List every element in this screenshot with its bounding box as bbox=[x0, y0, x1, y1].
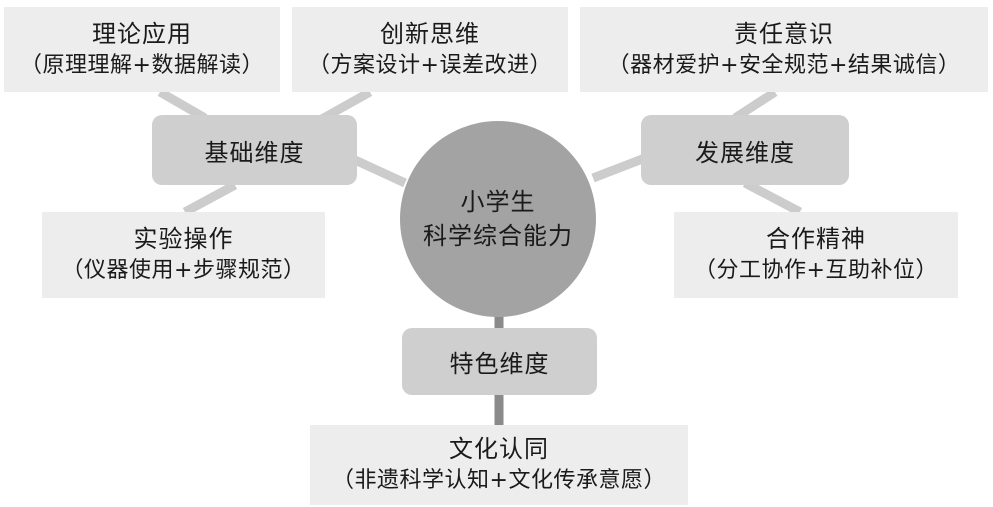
dimension-feature: 特色维度 bbox=[402, 328, 597, 395]
center-node: 小学生 科学综合能力 bbox=[400, 121, 596, 317]
node-experiment-operation: 实验操作 （仪器使用+步骤规范） bbox=[42, 212, 325, 298]
node-detail: （分工协作+互助补位） bbox=[694, 258, 938, 283]
center-line-2: 科学综合能力 bbox=[423, 222, 573, 250]
node-innovative-thinking: 创新思维 （方案设计+误差改进） bbox=[292, 7, 568, 92]
node-detail: （器材爱护+安全规范+结果诚信） bbox=[607, 52, 961, 78]
connector-theory-basic bbox=[157, 88, 208, 122]
connector-development-cooperation bbox=[742, 179, 803, 216]
node-detail: （仪器使用+步骤规范） bbox=[61, 258, 306, 283]
dimension-label: 特色维度 bbox=[449, 350, 550, 378]
dimension-label: 基础维度 bbox=[204, 138, 305, 167]
node-title: 创新思维 bbox=[380, 19, 480, 48]
connector-basic-center bbox=[353, 155, 407, 188]
node-detail: （原理理解+数据解读） bbox=[20, 52, 264, 78]
node-title: 实验操作 bbox=[133, 225, 234, 253]
node-detail: （非遗科学认知+文化传承意愿） bbox=[332, 468, 666, 493]
node-title: 合作精神 bbox=[766, 225, 866, 253]
node-cultural-identity: 文化认同 （非遗科学认知+文化传承意愿） bbox=[310, 425, 688, 505]
connector-center-development bbox=[591, 153, 647, 183]
center-line-1: 小学生 bbox=[460, 188, 536, 216]
dimension-development: 发展维度 bbox=[641, 115, 849, 185]
node-responsibility-awareness: 责任意识 （器材爱护+安全规范+结果诚信） bbox=[580, 7, 988, 92]
node-title: 理论应用 bbox=[92, 19, 192, 48]
node-title: 文化认同 bbox=[449, 435, 549, 463]
connector-basic-experiment bbox=[182, 181, 238, 216]
node-detail: （方案设计+误差改进） bbox=[308, 52, 552, 78]
node-theory-application: 理论应用 （原理理解+数据解读） bbox=[4, 7, 280, 92]
node-cooperation-spirit: 合作精神 （分工协作+互助补位） bbox=[674, 212, 958, 298]
dimension-label: 发展维度 bbox=[695, 138, 795, 167]
dimension-basic: 基础维度 bbox=[152, 115, 357, 185]
node-title: 责任意识 bbox=[734, 19, 834, 48]
connector-responsibility-development bbox=[732, 88, 778, 122]
